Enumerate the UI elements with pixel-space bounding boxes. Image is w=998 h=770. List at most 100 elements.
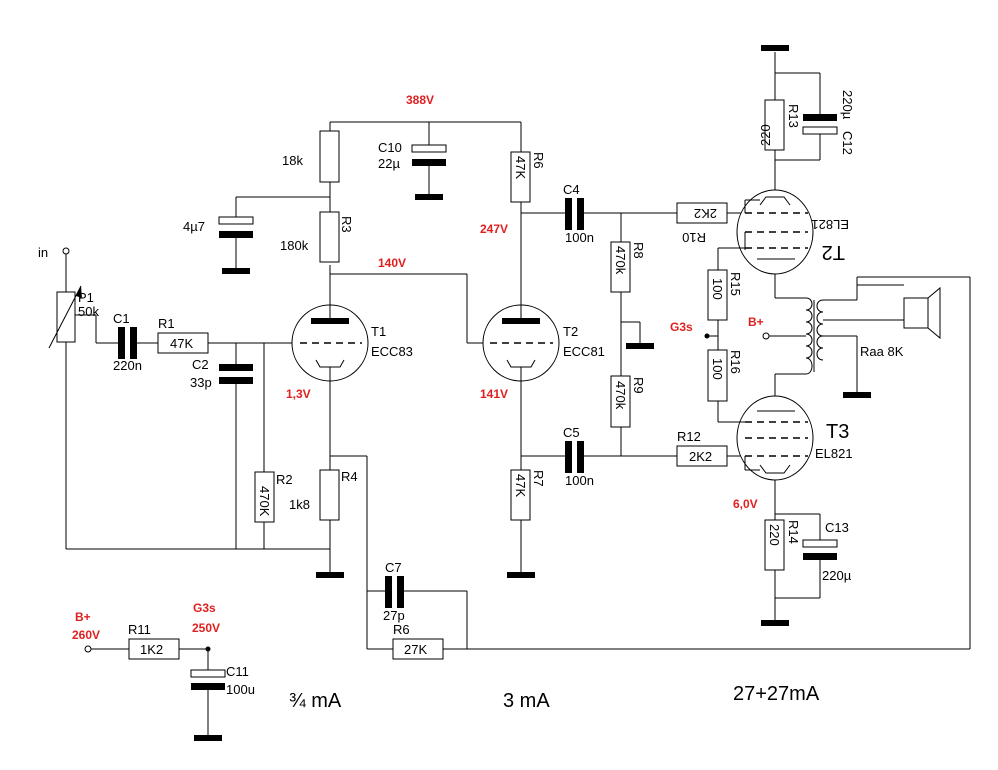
resistor-r9: 470k R9 [610,375,646,428]
r8-name: R8 [631,242,646,259]
r16-value: 100 [710,358,725,380]
c10-value: 22µ [378,156,400,171]
ground-icon [761,620,789,626]
capacitor-c11: C11 100u [190,664,255,697]
transformer-value: Raa 8K [860,344,904,359]
capacitor-c4: C4 100n [563,182,594,245]
r4-name: R4 [341,469,358,484]
r9-value: 470k [613,381,628,410]
c13-value: 220µ [822,568,852,583]
arrow-head-icon [76,286,82,298]
current-stage2: 3 mA [503,690,550,712]
ground-icon [626,343,654,349]
resistor-r14: 220 R14 [764,519,801,571]
r-18k-value: 18k [282,153,303,168]
c12-value: 220µ [840,90,855,120]
voltage-1-3v: 1,3V [286,387,311,401]
c11-name: C11 [226,664,249,679]
capacitor-c2: C2 33p [190,357,253,390]
t1-type: ECC83 [371,344,413,359]
resistor-r1: 47K R1 [157,316,209,354]
capacitor-c10: C10 22µ [378,140,447,171]
ground-icon [415,194,443,200]
resistor-r8: 470k R8 [610,241,646,293]
voltage-140v: 140V [378,256,406,270]
ground-icon [222,268,250,274]
voltage-141v: 141V [480,387,508,401]
r6-fb-name: R6 [393,622,410,637]
resistor-r7: 47K R7 [510,469,546,521]
c1-name: C1 [113,311,130,326]
resistor-r13: 220 R13 [758,99,801,151]
tube-t1: T1 ECC83 [291,304,413,382]
speaker-icon [903,286,941,340]
t2-type: ECC81 [563,344,605,359]
c4-value: 100n [565,230,594,245]
supply-terminal [84,645,92,653]
voltage-bplus-mid: B+ [748,315,764,329]
r4-value: 1k8 [289,497,310,512]
resistor-r6-top: 47K R6 [510,151,546,203]
resistor-r4: R4 1k8 [289,469,358,521]
c4-name: C4 [563,182,580,197]
current-stage3: 27+27mA [733,683,820,705]
resistor-r15: 100 R15 [707,269,743,321]
r2-value: 470K [257,486,272,517]
r15-name: R15 [728,272,743,296]
capacitor-c1: C1 220n [113,311,142,373]
c11-value: 100u [226,682,255,697]
r13-name: R13 [786,104,801,128]
r15-value: 100 [710,278,725,300]
potentiometer-p1 [56,291,76,343]
c13-name: C13 [825,520,849,535]
ground-icon [194,735,222,741]
ground-icon [761,45,789,51]
r2-name: R2 [276,472,293,487]
tube-t3-el821: T3 EL821 [736,395,853,481]
c7-name: C7 [385,560,402,575]
ground-icon [843,392,871,398]
resistor-18k: 18k [282,130,340,183]
capacitor-c7: C7 27p [383,560,405,623]
potentiometer-arrow [48,285,82,349]
tube-t2-el821: EL821 T2 [736,189,849,275]
voltage-6-0v: 6,0V [733,497,758,511]
input-label: in [38,245,48,260]
capacitor-c13: C13 220µ [802,520,852,583]
t2-el821-name: T2 [822,241,845,263]
c10-name: C10 [378,140,402,155]
r8-value: 470k [613,246,628,275]
voltage-g3s-supply: G3s [193,601,216,615]
capacitor-4u7: 4µ7 [183,216,254,238]
c12-name: C12 [840,131,855,155]
voltage-260v: 260V [72,628,100,642]
r10-value: 2K2 [694,206,717,221]
t3-type: EL821 [815,446,853,461]
c7-value: 27p [383,608,405,623]
c5-name: C5 [563,425,580,440]
resistor-r2: 470K R2 [254,471,293,523]
t2-el821-type: EL821 [811,217,849,232]
r7-value: 47K [513,474,528,497]
output-transformer: Raa 8K [805,297,904,375]
bplus-mid-terminal [762,332,770,340]
t1-name: T1 [371,324,386,339]
r16-name: R16 [728,350,743,374]
voltage-388v: 388V [406,93,434,107]
r12-name: R12 [677,429,701,444]
c1-value: 220n [113,358,142,373]
r13-value: 220 [758,124,773,146]
resistor-r3: R3 180k [280,211,354,263]
r6-fb-value: 27K [404,642,427,657]
input-terminal [62,247,70,255]
r12-value: 2K2 [689,449,712,464]
tube-t2-ecc81: T2 ECC81 [482,304,605,382]
voltage-bplus-supply: B+ [75,610,91,624]
t2-name: T2 [563,324,578,339]
c2-name: C2 [192,357,209,372]
capacitor-c12: 220µ C12 [802,90,855,155]
r14-name: R14 [786,520,801,544]
r6-top-name: R6 [531,152,546,169]
r14-value: 220 [767,524,782,546]
